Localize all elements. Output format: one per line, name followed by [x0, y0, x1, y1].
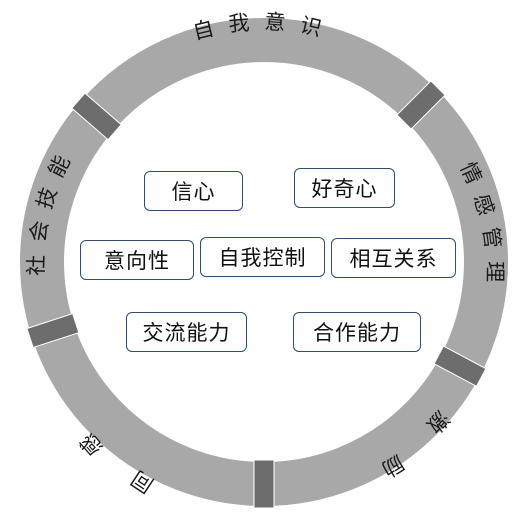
- separator-self-emotion: [433, 345, 487, 387]
- center-item-self-control: 自我控制: [200, 237, 325, 277]
- separator-empathy-social-lower: [26, 313, 80, 349]
- center-item-intention: 意向性: [80, 240, 194, 280]
- separator-emotion-motivation: [71, 92, 122, 141]
- center-item-relationships: 相互关系: [331, 238, 456, 278]
- separator-motivation-empathy: [253, 459, 275, 509]
- separator-social-self: [396, 80, 446, 130]
- center-item-cooperation: 合作能力: [293, 312, 421, 352]
- center-item-confidence: 信心: [144, 171, 243, 211]
- center-item-communication: 交流能力: [126, 312, 247, 352]
- center-item-curiosity: 好奇心: [294, 168, 395, 208]
